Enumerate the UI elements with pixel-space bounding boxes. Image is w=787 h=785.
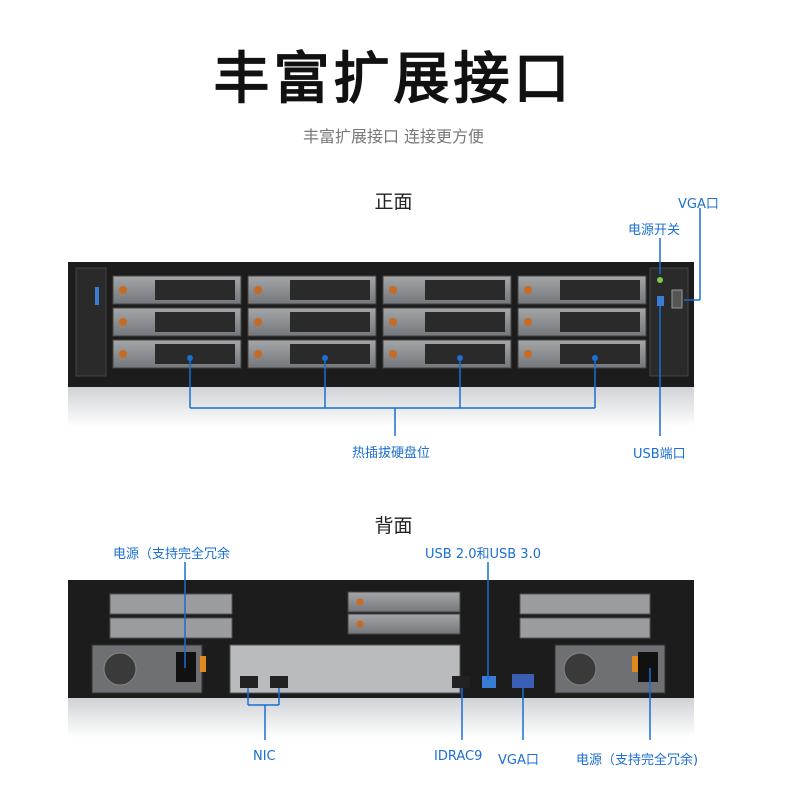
front-callout-lines [189, 208, 701, 436]
vga-port-icon [512, 674, 534, 688]
drive-tray [382, 339, 512, 369]
callout-hotswap-bays: 热插拔硬盘位 [352, 446, 431, 461]
drive-tray [517, 275, 647, 305]
idrac-port-icon [452, 676, 470, 688]
nic-port-icon [240, 676, 258, 688]
callout-power-switch: 电源开关 [628, 223, 681, 238]
rear-section-label: 背面 [374, 515, 413, 537]
callout-psu-right: 电源（支持完全冗余) [576, 753, 699, 768]
callout-usb-rear: USB 2.0和USB 3.0 [425, 547, 541, 562]
rear-chassis [68, 580, 694, 738]
drive-tray [247, 275, 377, 305]
drive-tray [517, 339, 647, 369]
power-button-led [657, 277, 663, 283]
callout-vga-front: VGA口 [678, 197, 719, 212]
drive-tray [382, 275, 512, 305]
callout-nic: NIC [253, 749, 276, 764]
drive-tray [112, 275, 242, 305]
vga-port-icon [671, 289, 683, 309]
front-section-label: 正面 [374, 191, 413, 213]
page-title: 丰富扩展接口 [213, 47, 574, 112]
nic-port-icon [270, 676, 288, 688]
callout-usb-front: USB端口 [633, 447, 686, 462]
usb-port-icon [657, 296, 664, 306]
drive-tray [247, 339, 377, 369]
callout-vga-rear: VGA口 [498, 753, 539, 768]
callout-idrac: IDRAC9 [434, 749, 483, 764]
drive-tray [382, 307, 512, 337]
drive-bays [112, 275, 647, 369]
usb-port-icon [482, 676, 496, 688]
drive-tray [112, 307, 242, 337]
rear-callout-lines [184, 562, 651, 740]
callout-psu-left: 电源（支持完全冗余 [113, 547, 231, 562]
drive-tray [247, 307, 377, 337]
page-subtitle: 丰富扩展接口 连接更方便 [302, 127, 485, 146]
drive-tray [112, 339, 242, 369]
drive-tray [517, 307, 647, 337]
